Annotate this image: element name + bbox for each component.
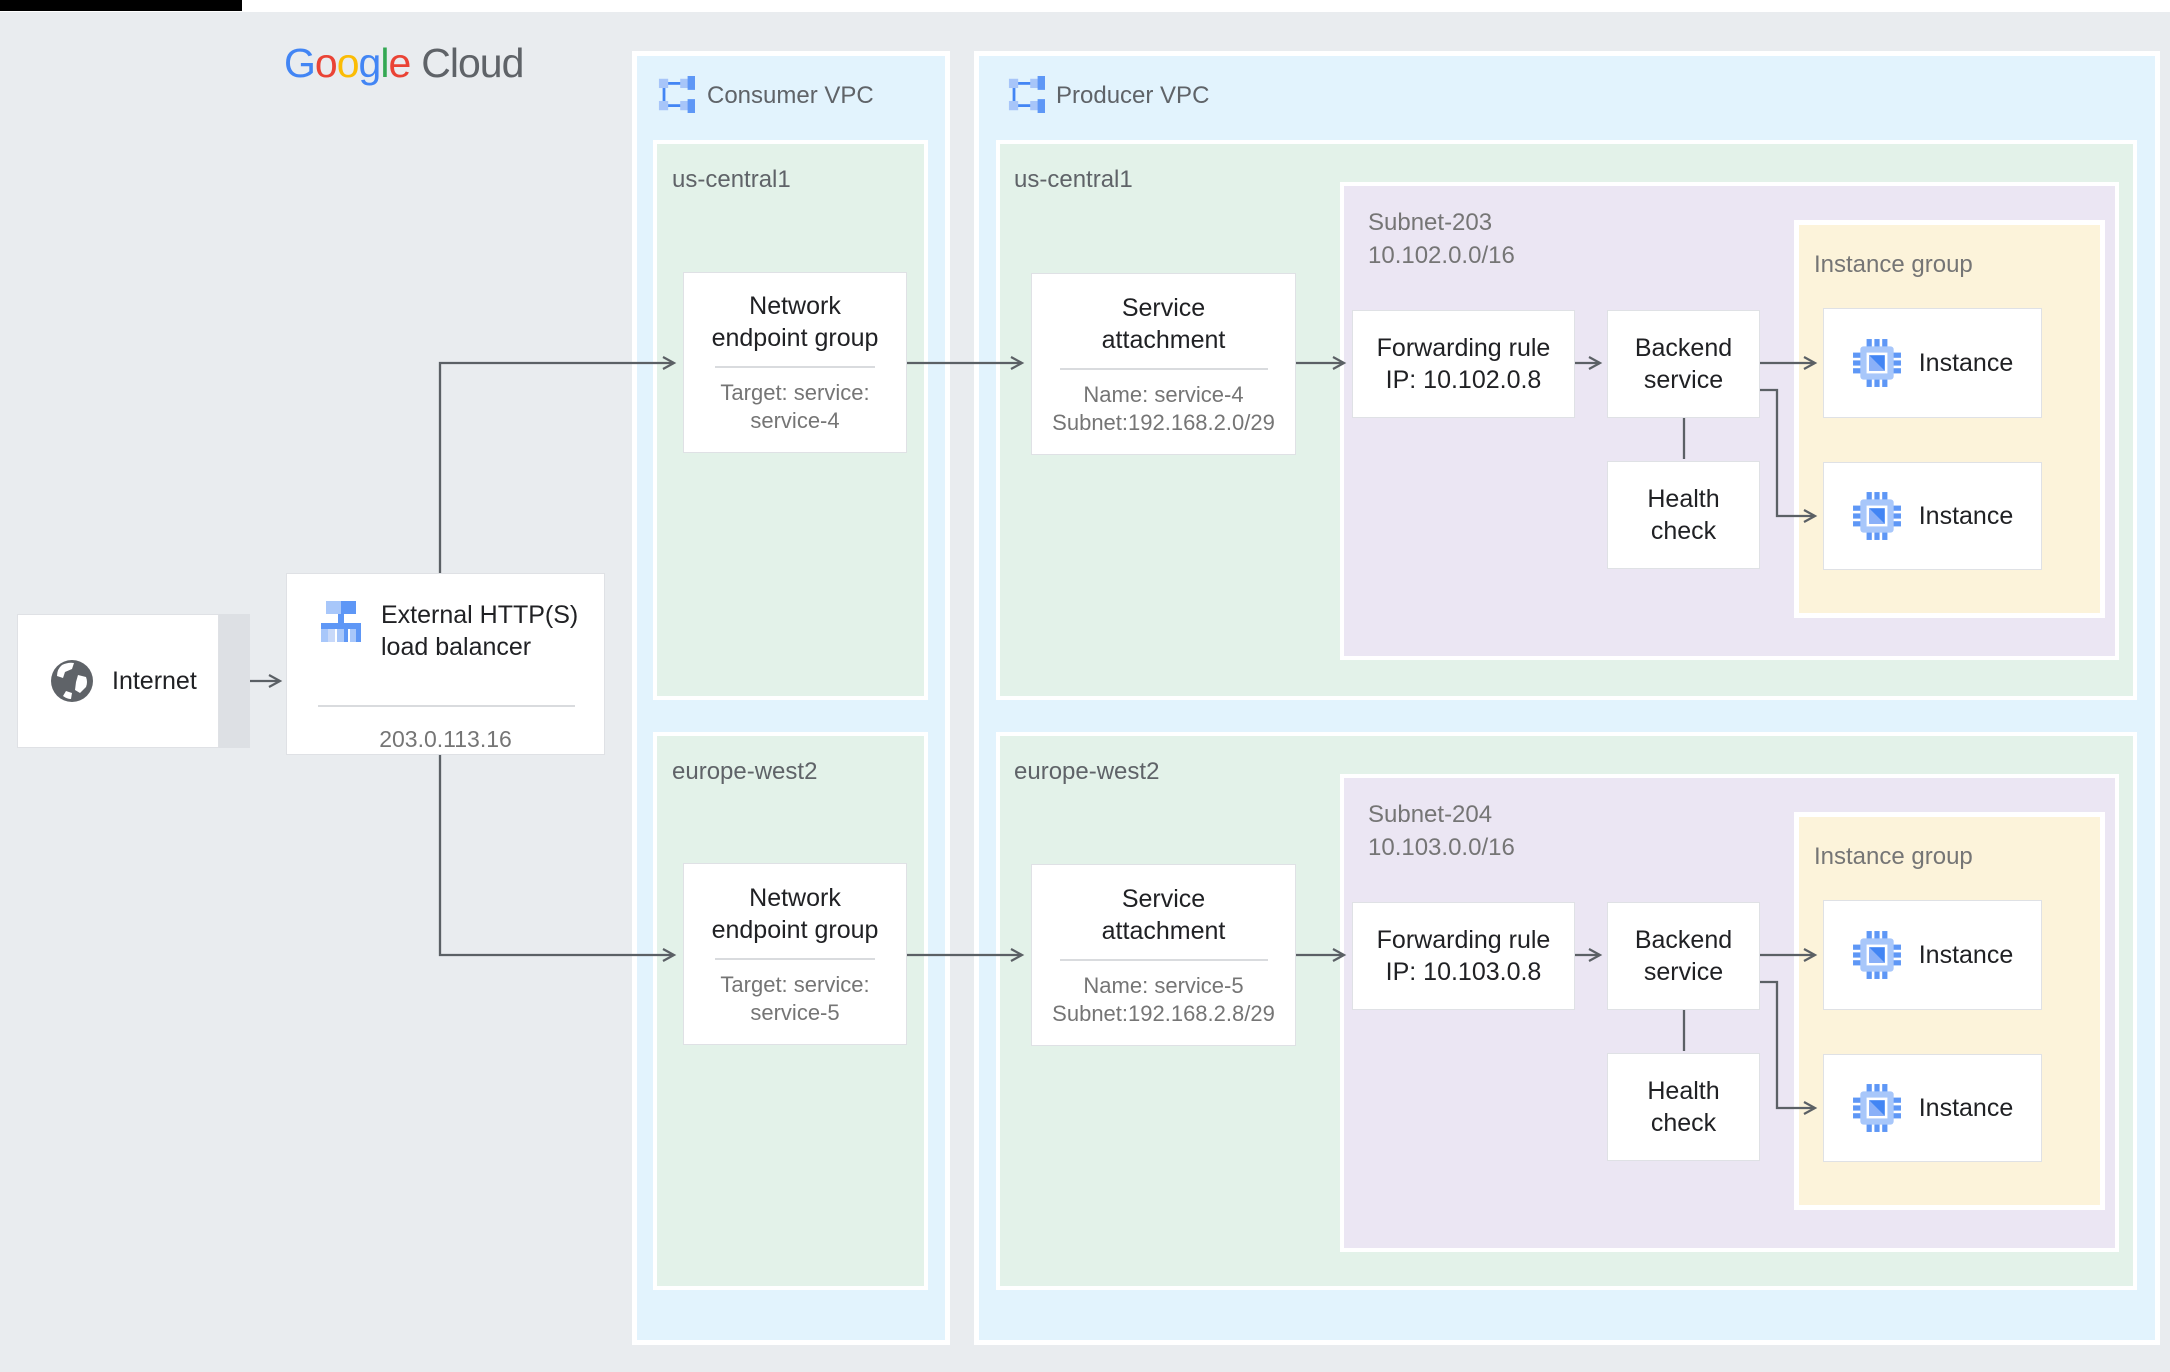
- instance-label: Instance: [1918, 501, 2014, 530]
- internet-card-shadow: [219, 614, 250, 748]
- logo-letter: o: [314, 40, 338, 86]
- network-endpoint-group-card-1: Network endpoint group Target: service: …: [683, 272, 907, 453]
- separator: [1059, 958, 1268, 961]
- google-logo-cloud: Cloud: [421, 40, 524, 86]
- health-check-card-2: Health check: [1607, 1053, 1760, 1161]
- backend-service-card-2: Backend service: [1607, 902, 1760, 1010]
- backend-service-card-1: Backend service: [1607, 310, 1760, 418]
- service-attachment-card-2: Service attachment Name: service-5 Subne…: [1031, 864, 1296, 1046]
- forwarding-rule-card-1: Forwarding rule IP: 10.102.0.8: [1352, 310, 1575, 418]
- internet-card: Internet: [17, 614, 219, 748]
- instance-card-1b: Instance: [1823, 462, 2042, 570]
- consumer-vpc-title: Consumer VPC: [707, 82, 874, 109]
- instance-label: Instance: [1918, 940, 2014, 969]
- region-label: europe-west2: [672, 758, 818, 785]
- compute-instance-icon: [1852, 338, 1902, 388]
- region-label: europe-west2: [1014, 758, 1160, 785]
- logo-letter: G: [284, 40, 316, 86]
- compute-instance-icon: [1852, 930, 1902, 980]
- compute-instance-icon: [1852, 491, 1902, 541]
- logo-letter: l: [380, 40, 389, 86]
- instance-label: Instance: [1918, 348, 2014, 377]
- instance-label: Instance: [1918, 1093, 2014, 1122]
- forwarding-rule-card-2: Forwarding rule IP: 10.103.0.8: [1352, 902, 1575, 1010]
- separator: [1059, 367, 1268, 370]
- service-attachment-card-1: Service attachment Name: service-4 Subne…: [1031, 273, 1296, 455]
- instance-card-2a: Instance: [1823, 900, 2042, 1010]
- google-logo-letters: Google: [284, 40, 411, 87]
- health-check-card-1: Health check: [1607, 461, 1760, 569]
- load-balancer-icon: [321, 601, 361, 642]
- logo-letter: o: [336, 40, 360, 86]
- region-label: us-central1: [672, 166, 791, 193]
- top-black-bar: [0, 0, 242, 11]
- instance-card-2b: Instance: [1823, 1054, 2042, 1162]
- load-balancer-card: External HTTP(S) load balancer 203.0.113…: [286, 573, 605, 755]
- compute-instance-icon: [1852, 1083, 1902, 1133]
- separator: [715, 366, 875, 368]
- load-balancer-ip: 203.0.113.16: [379, 726, 512, 752]
- logo-letter: e: [388, 40, 411, 86]
- instance-group-label: Instance group: [1814, 251, 1973, 278]
- google-cloud-logo: Google Cloud: [284, 40, 524, 87]
- instance-group-label: Instance group: [1814, 843, 1973, 870]
- producer-vpc-title: Producer VPC: [1056, 82, 1210, 109]
- instance-card-1a: Instance: [1823, 308, 2042, 418]
- network-endpoint-group-card-2: Network endpoint group Target: service: …: [683, 863, 907, 1045]
- logo-letter: g: [358, 40, 382, 86]
- region-label: us-central1: [1014, 166, 1133, 193]
- load-balancer-title: External HTTP(S) load balancer: [381, 601, 579, 661]
- internet-label: Internet: [112, 666, 197, 695]
- top-white-strip: [0, 0, 2170, 12]
- load-balancer-separator: [318, 705, 575, 707]
- separator: [715, 957, 875, 960]
- globe-icon: [51, 660, 93, 702]
- consumer-vpc-icon: [658, 76, 695, 113]
- producer-vpc-icon: [1008, 76, 1045, 113]
